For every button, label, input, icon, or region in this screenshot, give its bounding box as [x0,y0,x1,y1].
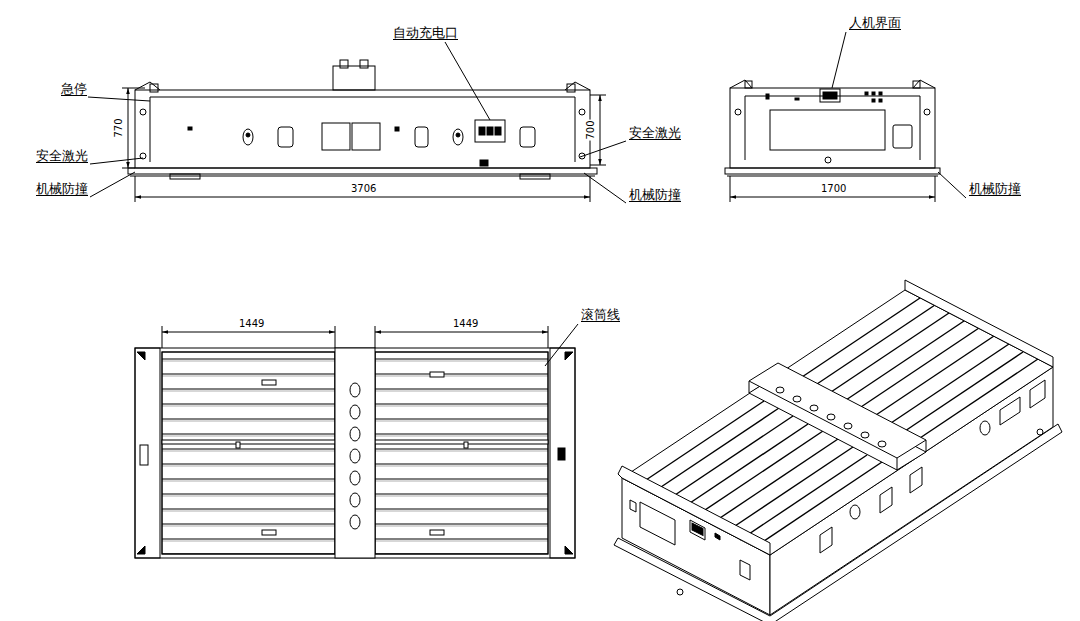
dimension-text: 1449 [452,318,479,330]
dimension-text: 1449 [238,318,265,330]
callout-label: 机械防撞 [968,182,1022,197]
isometric-view [614,280,1062,621]
front-view [88,42,626,203]
callout-label: 机械防撞 [35,182,89,197]
dimension-text: 3706 [350,183,377,195]
side-view [725,32,966,202]
callout-label: 机械防撞 [628,188,682,203]
callout-label: 急停 [60,82,88,97]
dimension-text: 700 [585,119,597,140]
callout-label: 安全激光 [35,149,89,164]
callout-label: 人机界面 [848,16,902,31]
callout-label: 安全激光 [628,126,682,141]
callout-label: 自动充电口 [392,26,459,41]
top-view [135,324,578,558]
dimension-text: 1700 [820,183,847,195]
dimension-text: 770 [113,117,125,138]
callout-label: 滚筒线 [580,308,621,323]
